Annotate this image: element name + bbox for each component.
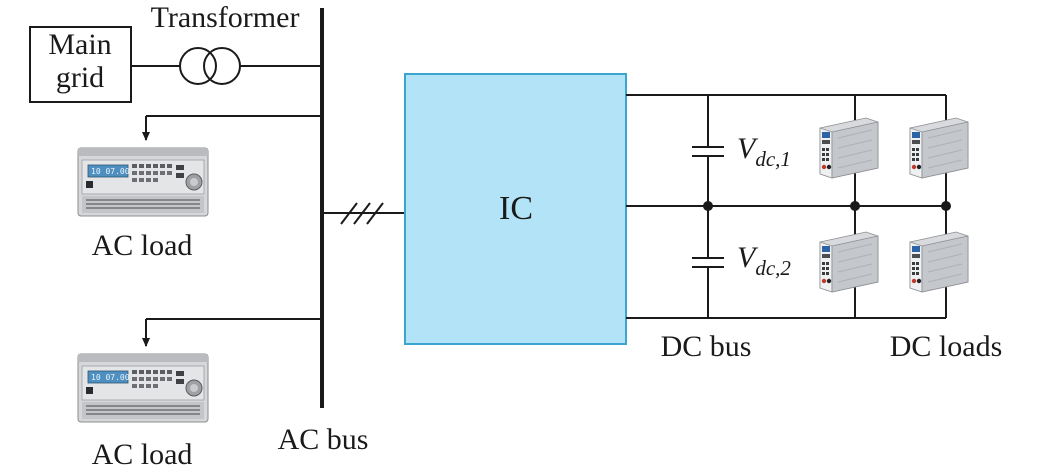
dc-load-left-node [850,201,860,211]
dc-bus-label: DC bus [661,330,752,363]
dc-load-device-upper-left [819,117,879,179]
vdc2-label: Vdc,2 [737,241,791,280]
ac-bus-label: AC bus [278,423,369,456]
ac-load-top-label: AC load [92,229,193,262]
ac-load-bottom-screen: 10 07.00 [91,373,130,382]
three-phase-marks [340,202,384,225]
vdc1-sub: dc,1 [755,147,791,171]
dc-load-device-lower-right [909,231,969,293]
dc-load-device-lower-left [819,231,879,293]
vdc2-sub: dc,2 [755,256,791,280]
dc-load-device-upper-right [909,117,969,179]
vdc2-main: V [737,241,759,274]
vdc1-main: V [737,132,759,165]
capacitor-midpoint-node [703,201,713,211]
ac-load-bottom-device: 10 07.00 [77,353,209,423]
main-grid-box [29,26,132,103]
dc-load-right-node [941,201,951,211]
ac-load-bottom-label: AC load [92,438,193,471]
ic-label: IC [499,190,533,227]
ac-load-top-device: 10 07.00 [77,147,209,217]
main-grid-label-line2: grid [56,61,104,94]
dc-loads-label: DC loads [890,330,1003,363]
main-grid-label-line1: Main [48,28,111,61]
transformer-symbol [179,47,241,85]
transformer-label: Transformer [151,1,300,34]
ac-load-top-screen: 10 07.00 [91,167,130,176]
vdc1-label: Vdc,1 [737,132,791,171]
ic-converter-box [404,73,627,345]
